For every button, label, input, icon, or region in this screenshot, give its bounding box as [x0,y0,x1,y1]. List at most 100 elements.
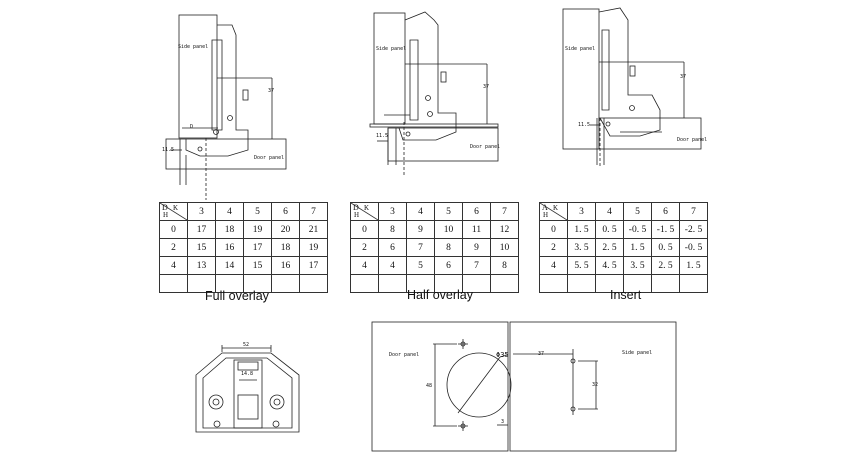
half-corner-top: D [353,203,359,212]
half-corner-right: K [364,204,370,212]
table-row: 2 6 7 8 9 10 [350,238,519,257]
table-header-cell: 3 [567,202,596,221]
full-corner-right: K [173,204,179,212]
table-cell: 2 [539,238,568,257]
table-cell [378,274,407,293]
table-cell: 17 [243,238,272,257]
table-cell: 20 [271,220,300,239]
table-cell: 6 [378,238,407,257]
drill-door-label: Door panel [389,352,420,358]
table-cell: 5 [406,256,435,275]
full-door-panel [165,138,287,170]
table-cell: 17 [299,256,328,275]
half-table-corner: D H K [350,202,379,221]
table-cell: 4 [378,256,407,275]
table-header-cell: 7 [490,202,519,221]
table-cell: 7 [406,238,435,257]
half-overlay-caption: Half overlay [407,288,473,302]
insert-caption: Insert [610,288,642,302]
table-header-cell: 6 [462,202,491,221]
table-cell [567,274,596,293]
table-cell: 4 [350,256,379,275]
table-cell: 18 [215,220,244,239]
table-cell: 12 [490,220,519,239]
table-cell: 1. 5 [679,256,708,275]
table-cell: 18 [271,238,300,257]
table-cell [490,274,519,293]
table-cell [651,274,680,293]
half-overlay-table: D H K 3 4 5 6 7 0 8 9 10 11 12 2 6 7 8 9… [350,202,519,293]
insert-table-corner: A H K [539,202,568,221]
table-cell: 15 [187,238,216,257]
table-header-cell: 6 [271,202,300,221]
drill-dim-side-spacing: 32 [592,382,599,388]
insert-table: A H K 3 4 5 6 7 0 1. 5 0. 5 -0. 5 -1. 5 … [539,202,708,293]
table-cell: 2 [350,238,379,257]
table-row: 0 1. 5 0. 5 -0. 5 -1. 5 -2. 5 [539,220,708,239]
insert-dim-k: 11.5 [578,122,591,128]
hinge-front-view [195,345,300,433]
table-cell: 19 [299,238,328,257]
drill-dim-vertical: 48 [426,383,433,389]
table-cell: 4 [159,256,188,275]
table-row: 2 3. 5 2. 5 1. 5 0. 5 -0. 5 [539,238,708,257]
full-overlay-caption: Full overlay [205,289,269,303]
table-header-cell: 5 [434,202,463,221]
insert-door-label: Door panel [677,137,708,143]
table-cell: 0 [350,220,379,239]
table-cell: 2. 5 [595,238,624,257]
full-corner-bottom: H [163,211,169,219]
table-cell: 0 [539,220,568,239]
table-cell [350,274,379,293]
half-corner-bottom: H [354,211,360,219]
table-cell: 4 [539,256,568,275]
drilling-side-panel [509,321,677,452]
table-row: 4 4 5 6 7 8 [350,256,519,275]
table-cell: 9 [406,220,435,239]
full-dim-d: D [190,124,194,130]
table-header-cell: 6 [651,202,680,221]
table-cell: 6 [434,256,463,275]
table-cell: 13 [187,256,216,275]
table-cell: 8 [434,238,463,257]
insert-side-panel [562,8,600,150]
drill-side-label: Side panel [622,350,653,356]
drill-dim-edge: 3 [501,419,505,425]
table-row: 0 8 9 10 11 12 [350,220,519,239]
table-cell [299,274,328,293]
half-side-label: Side panel [376,46,407,52]
table-cell: 10 [434,220,463,239]
table-cell: 21 [299,220,328,239]
table-header-cell: 7 [299,202,328,221]
cup-bore-circle [446,352,512,418]
table-cell [159,274,188,293]
table-cell: -1. 5 [651,220,680,239]
full-corner-top: D [162,203,168,212]
drill-dim-side-offset: 37 [538,351,545,357]
table-row: 0 17 18 19 20 21 [159,220,328,239]
full-table-corner: D H K [159,202,188,221]
table-cell [679,274,708,293]
full-side-label: Side panel [178,44,209,50]
drilling-door-panel [371,321,512,452]
table-cell: 0. 5 [651,238,680,257]
half-door-label: Door panel [470,144,501,150]
table-cell: 5. 5 [567,256,596,275]
table-row [539,274,708,293]
table-row: 4 13 14 15 16 17 [159,256,328,275]
table-cell: 7 [462,256,491,275]
half-dim-37: 37 [483,84,490,90]
table-cell: 3. 5 [623,256,652,275]
hinge-dim-width: 52 [243,342,250,348]
full-overlay-table: D H K 3 4 5 6 7 0 17 18 19 20 21 2 15 16… [159,202,328,293]
table-cell: -2. 5 [679,220,708,239]
half-overlay-drawing [369,11,499,175]
half-side-panel [373,12,406,125]
insert-hinge-body [598,7,661,137]
table-row [159,274,328,293]
insert-corner-right: K [553,204,559,212]
table-header-cell: 3 [187,202,216,221]
full-door-label: Door panel [254,155,285,161]
drill-cup-diameter: Φ35 [496,351,509,359]
table-cell: 2 [159,238,188,257]
